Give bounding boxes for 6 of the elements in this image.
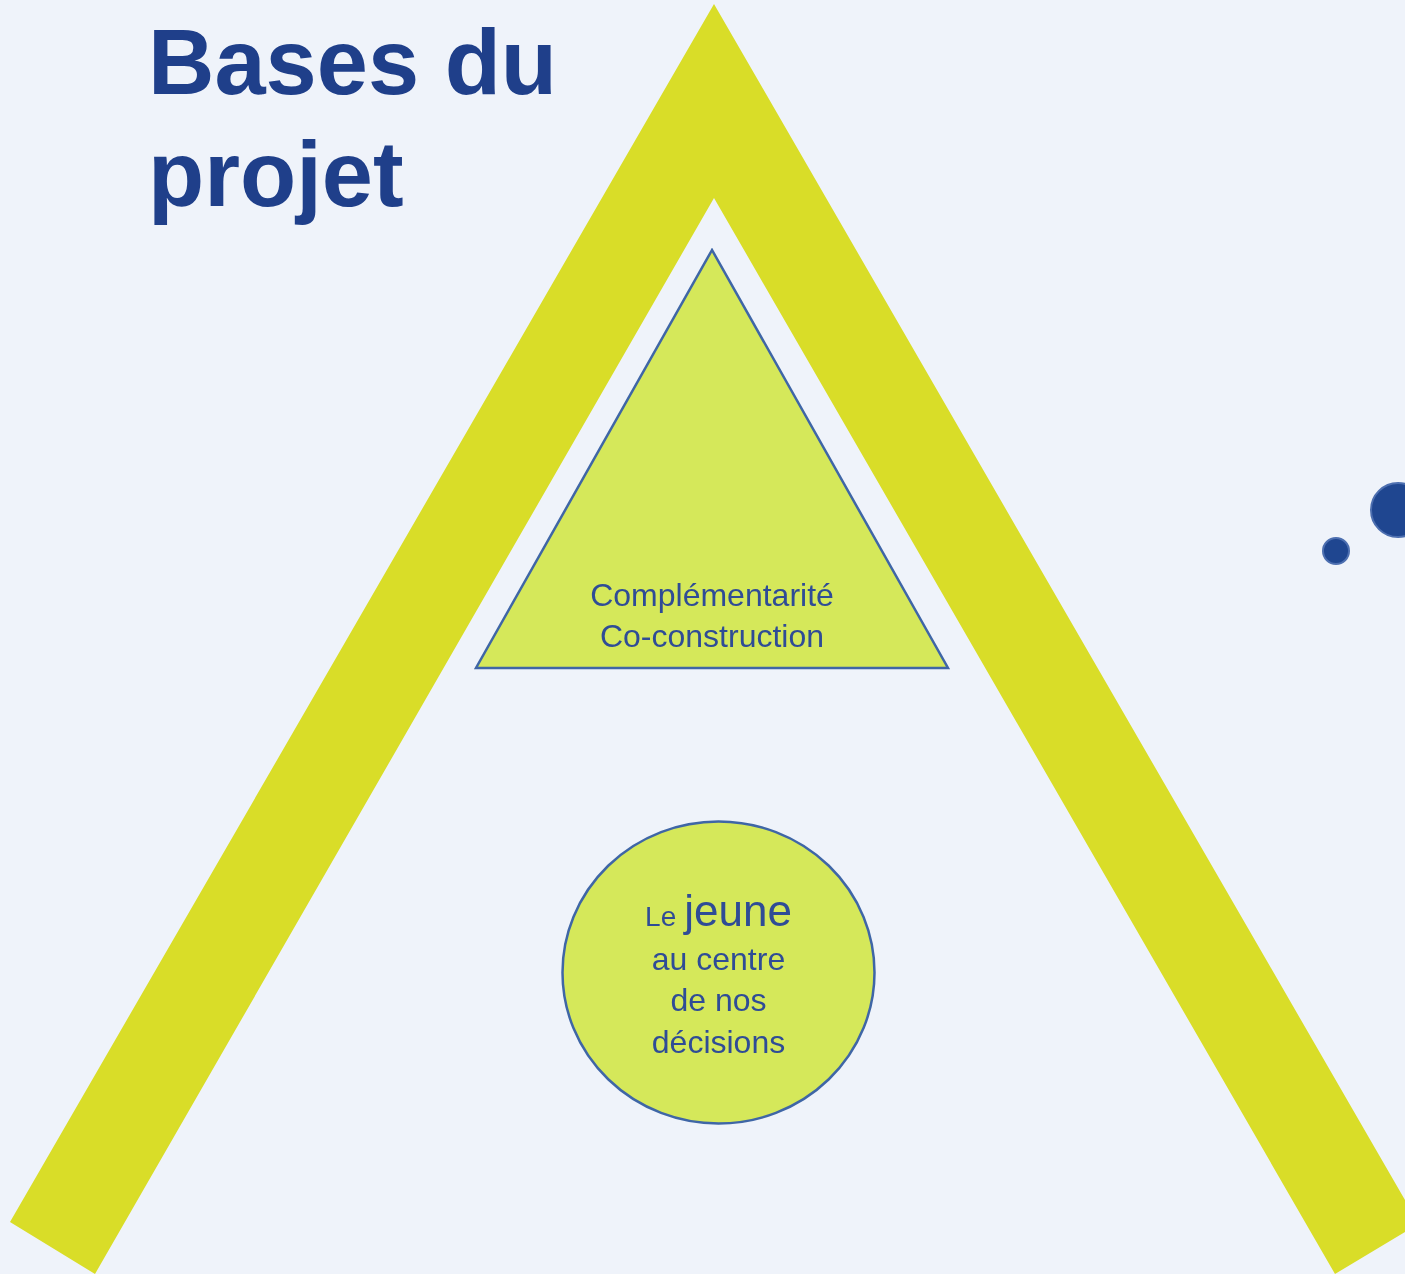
- node-text: Le: [645, 899, 677, 934]
- title: Bases du projet: [148, 10, 559, 227]
- node-text: Complémentarité: [590, 575, 834, 615]
- node-text: Co-construction: [599, 617, 825, 657]
- node-text: au centre de nos décisions: [650, 939, 787, 1062]
- node-text: jeune: [684, 884, 792, 937]
